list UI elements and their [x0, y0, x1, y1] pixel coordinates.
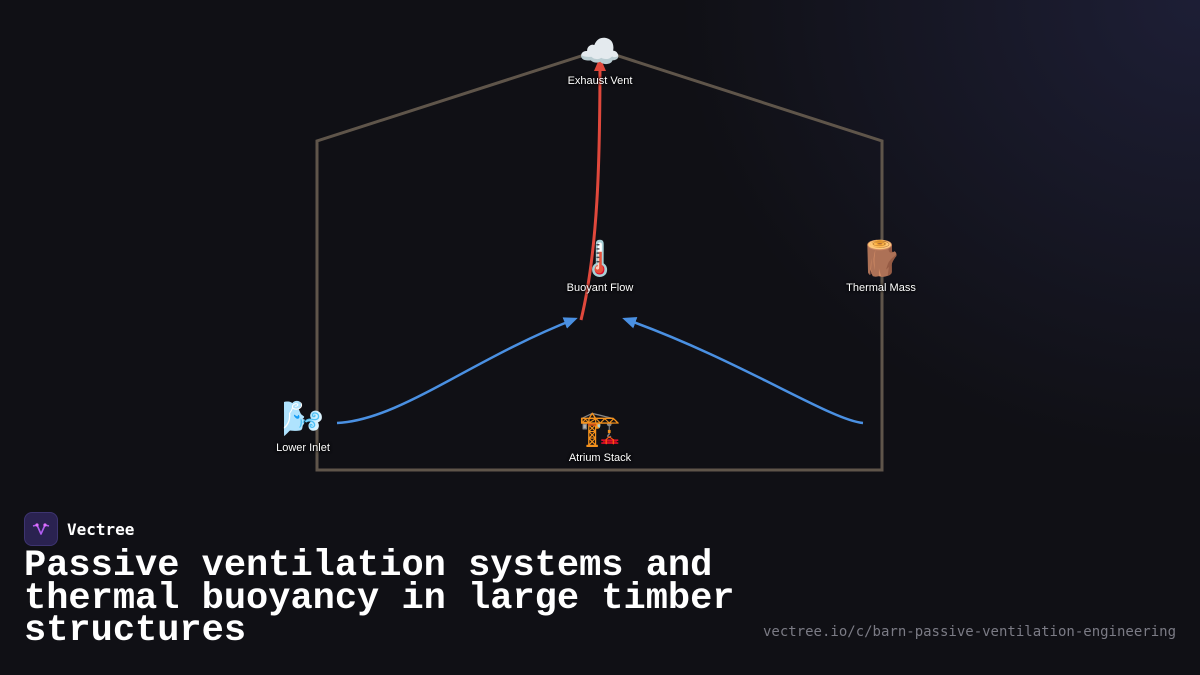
node-exhaust-vent: ☁️ Exhaust Vent	[530, 32, 670, 87]
node-label: Atrium Stack	[568, 452, 632, 464]
node-thermal-mass: 🪵 Thermal Mass	[811, 239, 951, 294]
node-lower-inlet: 🌬️ Lower Inlet	[233, 399, 373, 454]
brand-name: Vectree	[67, 519, 135, 539]
node-label: Buoyant Flow	[566, 282, 634, 294]
edge-thermal-to-buoyant	[622, 317, 864, 425]
node-atrium-stack: 🏗️ Atrium Stack	[530, 409, 670, 464]
edge-buoyant-to-exhaust	[579, 57, 606, 321]
vectree-logo-icon	[24, 512, 58, 546]
page-title: Passive ventilation systems and thermal …	[24, 545, 735, 652]
log-icon: 🪵	[859, 239, 903, 279]
wind-icon: 🌬️	[281, 399, 325, 439]
edge-inlet-to-buoyant	[336, 317, 578, 425]
crane-icon: 🏗️	[578, 409, 622, 449]
brand: Vectree	[24, 512, 134, 546]
source-url[interactable]: vectree.io/c/barn-passive-ventilation-en…	[762, 624, 1176, 640]
thermometer-icon: 🌡️	[578, 239, 622, 279]
node-buoyant-flow: 🌡️ Buoyant Flow	[530, 239, 670, 294]
building-outline	[315, 48, 884, 472]
cloud-icon: ☁️	[578, 32, 622, 72]
node-label: Exhaust Vent	[567, 75, 633, 87]
node-label: Lower Inlet	[276, 442, 330, 454]
node-label: Thermal Mass	[846, 282, 916, 294]
